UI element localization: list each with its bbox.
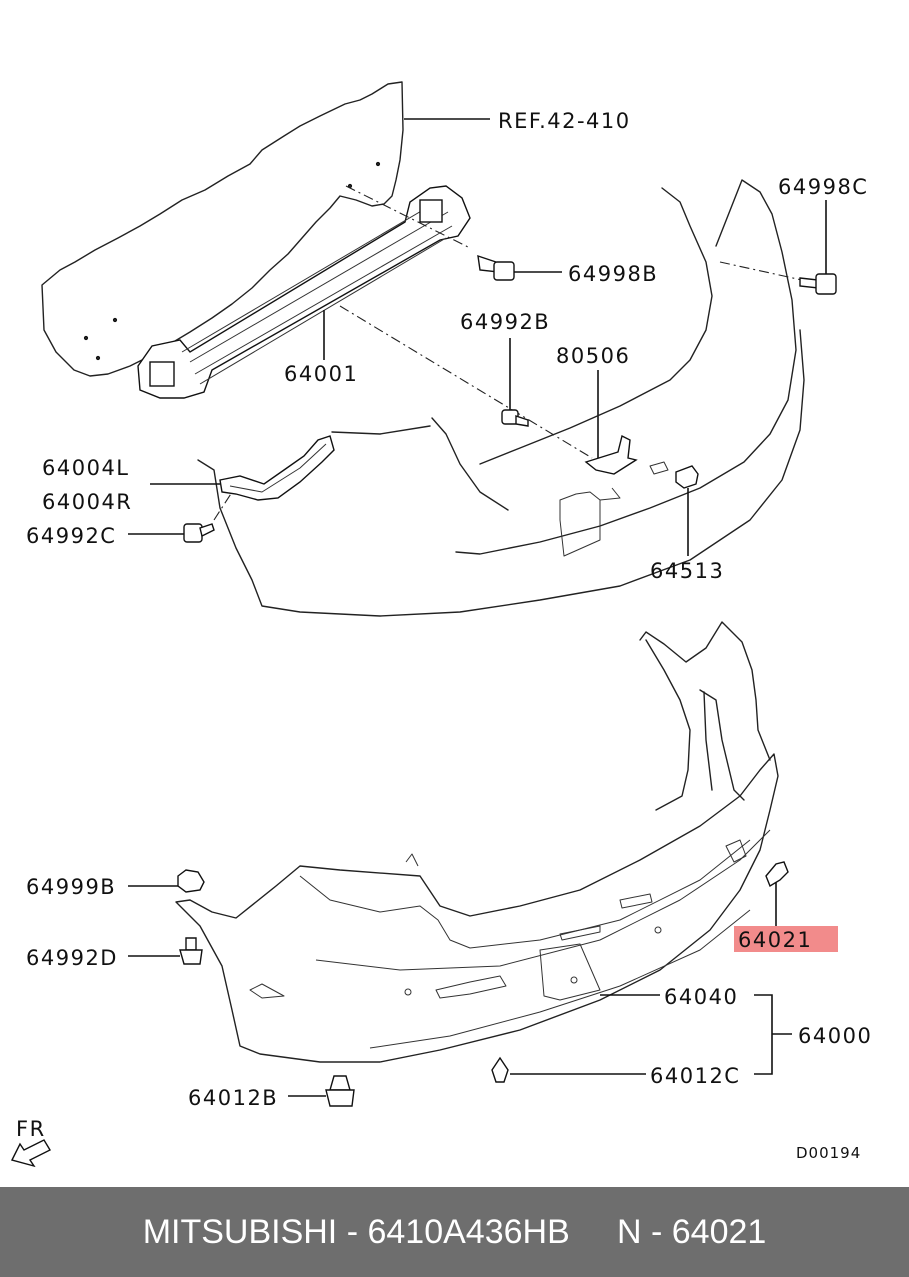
- label-64004R: 64004R: [42, 490, 132, 514]
- diagram-code: D00194: [796, 1144, 861, 1162]
- label-64012C: 64012C: [650, 1064, 740, 1088]
- side-bracket-64004: [150, 435, 335, 501]
- label-64992C: 64992C: [26, 524, 116, 548]
- label-64992B: 64992B: [460, 310, 550, 334]
- label-64021: 64021: [738, 928, 812, 952]
- label-ref-42-410: REF.42-410: [498, 109, 631, 133]
- rivet-64012B: [288, 1075, 355, 1107]
- label-64001: 64001: [284, 362, 358, 386]
- reinforcement-beam: [137, 185, 471, 399]
- bolt-64998B: [477, 254, 562, 281]
- parts-diagram: REF.42-410 64998C 64998B 64992B 80506 64…: [10, 81, 872, 1168]
- highlight-box: [734, 926, 838, 952]
- label-64012B: 64012B: [188, 1086, 278, 1110]
- label-64992D: 64992D: [26, 946, 118, 970]
- clip-64021: [765, 861, 789, 926]
- footer-text: MITSUBISHI - 6410A436HB N - 64021: [142, 1212, 767, 1251]
- clip-64513: [675, 465, 699, 556]
- bumper-face: [175, 621, 779, 1063]
- bolt-64992B: [501, 338, 529, 427]
- nut-64999B: [128, 869, 205, 893]
- label-80506: 80506: [556, 344, 630, 368]
- label-64000: 64000: [798, 1024, 872, 1048]
- label-64999B: 64999B: [26, 875, 116, 899]
- label-64513: 64513: [650, 559, 724, 583]
- part-number-footer: MITSUBISHI - 6410A436HB N - 64021: [0, 1187, 909, 1277]
- group-bracket: [754, 994, 792, 1075]
- bolt-64998C: [799, 200, 837, 295]
- bracket-80506: [584, 370, 638, 475]
- label-64004L: 64004L: [42, 456, 130, 480]
- label-fr: FR: [16, 1117, 46, 1141]
- label-64998B: 64998B: [568, 262, 658, 286]
- label-64998C: 64998C: [778, 175, 868, 199]
- label-64040: 64040: [664, 985, 738, 1009]
- screw-64992D: [128, 937, 203, 965]
- front-arrow-icon: [10, 1139, 51, 1168]
- bolt-64992C: [128, 523, 215, 543]
- rear-body-outline: [197, 179, 805, 617]
- rivet-64012C: [491, 1056, 646, 1083]
